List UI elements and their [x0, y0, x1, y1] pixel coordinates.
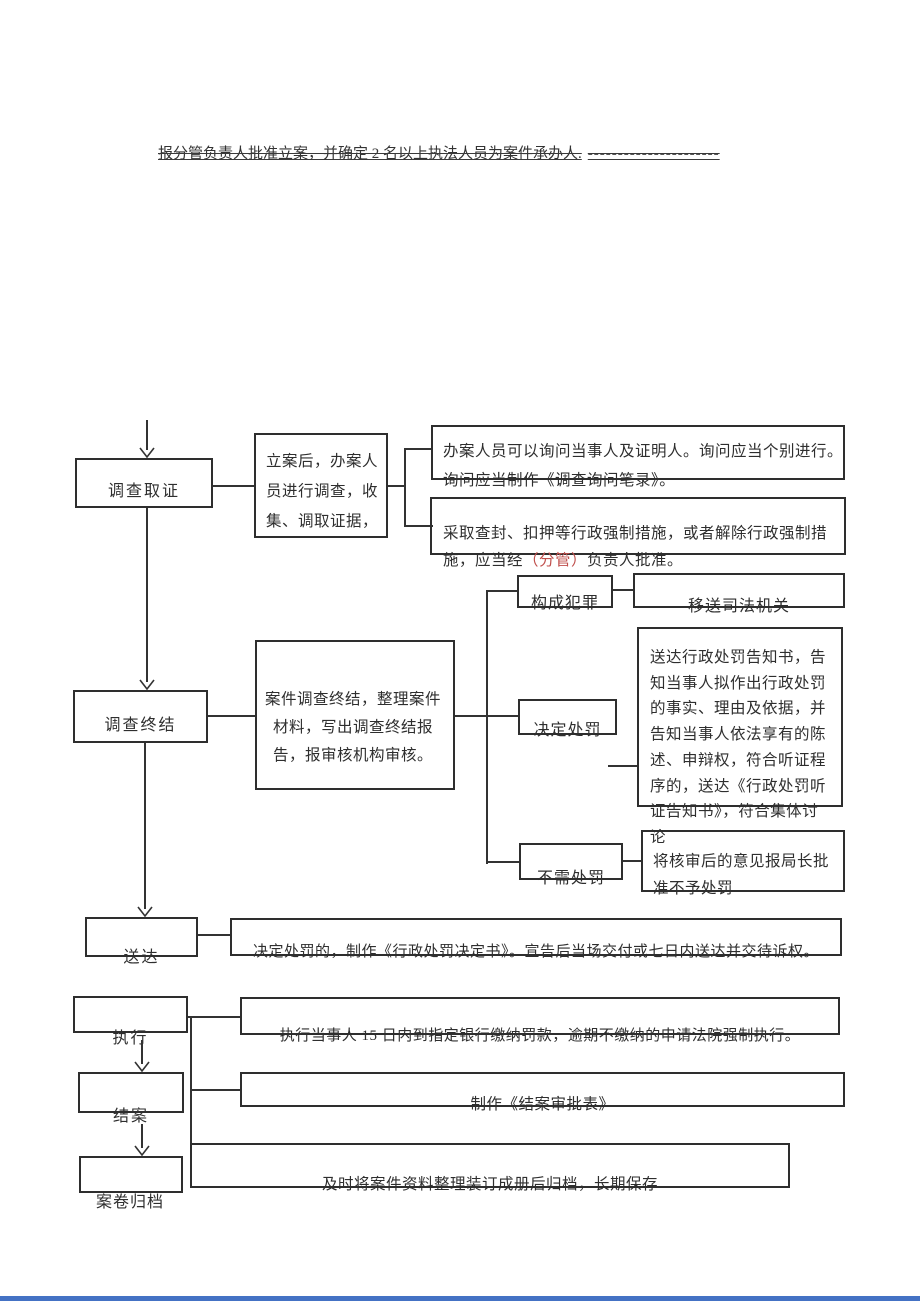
- stage-label-evidence: 调查取证: [107, 483, 180, 500]
- branch-box-punish: [518, 699, 617, 735]
- stage-box-conclude: [73, 690, 208, 743]
- connector-line: [190, 1016, 192, 1143]
- note-box-close-form: [240, 1072, 845, 1107]
- connector-line: [146, 420, 148, 450]
- note-label-transfer: 移送司法机关: [687, 598, 790, 615]
- connector-line: [404, 525, 433, 527]
- arrow-down-icon: [137, 906, 153, 917]
- note-text-seal: 采取查封、扣押等行政强制措施，或者解除行政强制措 施，应当经（分管）负责人批准。: [443, 520, 855, 574]
- note-text-punish-notice: 送达行政处罚告知书，告知当事人拟作出行政处罚的事实、理由及依据，并告知当事人依法…: [650, 649, 827, 846]
- connector-line: [613, 589, 633, 591]
- stage-label-deliver: 送达: [123, 949, 160, 966]
- arrow-down-icon: [139, 679, 155, 690]
- note-box-inquiry: [431, 425, 845, 480]
- connector-line: [146, 508, 148, 682]
- stage-box-archive: [79, 1156, 183, 1193]
- note-text-inquiry: 办案人员可以询问当事人及证明人。询问应当个别进行。询问应当制作《调查询问笔录》。: [443, 443, 844, 489]
- note-text-seal-post: 负责人批准。: [587, 552, 684, 569]
- stage-label-archive: 案卷归档: [95, 1194, 164, 1211]
- bottom-border-bar: [0, 1296, 920, 1301]
- connector-line: [486, 590, 517, 592]
- connector-line: [388, 485, 406, 487]
- arrow-down-icon: [139, 447, 155, 458]
- connector-line: [188, 1016, 242, 1018]
- stage-box-close: [78, 1072, 184, 1113]
- connector-line: [486, 861, 519, 863]
- header-note-text: 报分管负责人批准立案，并确定 2 名以上执法人员为案件承办人.: [158, 146, 582, 162]
- branch-label-punish: 决定处罚: [533, 722, 602, 739]
- note-box-execution: [240, 997, 840, 1035]
- note-box-no-punish: [641, 830, 845, 892]
- note-text-seal-red: （分管）: [523, 552, 588, 569]
- connector-line: [623, 860, 641, 862]
- note-text-delivery: 决定处罚的，制作《行政处罚决定书》。宣告后当场交付或七日内送达并交待诉权。: [252, 944, 819, 960]
- branch-label-no-punish: 不需处罚: [536, 870, 605, 887]
- note-text-close-form: 制作《结案审批表》: [470, 1096, 615, 1113]
- note-box-seal: [430, 497, 846, 555]
- note-box-transfer: [633, 573, 845, 608]
- stage-box-deliver: [85, 917, 198, 957]
- connector-line: [190, 1089, 242, 1091]
- note-box-punish-notice: [637, 627, 843, 807]
- connector-line: [144, 743, 146, 909]
- connector-line: [141, 1040, 143, 1064]
- stage-label-execute: 执行: [112, 1030, 149, 1047]
- note-text-seal-pre: 采取查封、扣押等行政强制措施，或者解除行政强制措 施，应当经: [443, 525, 828, 569]
- connector-line: [141, 1124, 143, 1148]
- stage-box-evidence: [75, 458, 213, 508]
- connector-line: [404, 448, 433, 450]
- branch-box-crime: [517, 575, 613, 608]
- branch-label-crime: 构成犯罪: [530, 595, 599, 612]
- note-box-investigate: [254, 433, 388, 538]
- header-dashes: ----------------------: [587, 146, 720, 162]
- stage-label-close: 结案: [112, 1108, 149, 1125]
- note-text-investigate: 立案后，办案人员进行调查，收集、调取证据，: [266, 453, 379, 530]
- connector-line: [198, 934, 230, 936]
- connector-line: [213, 485, 254, 487]
- note-text-conclude-report: 案件调查终结，整理案件材料，写出调查终结报告，报审核机构审核。: [265, 691, 442, 764]
- stage-label-conclude: 调查终结: [104, 717, 177, 734]
- arrow-down-icon: [134, 1145, 150, 1156]
- note-text-no-punish: 将核审后的意见报局长批准不予处罚: [653, 853, 830, 897]
- header-note: 报分管负责人批准立案，并确定 2 名以上执法人员为案件承办人. ---------…: [158, 142, 720, 163]
- note-box-archive: [190, 1143, 790, 1188]
- note-text-archive: 及时将案件资料整理装订成册后归档，长期保存: [321, 1176, 658, 1193]
- stage-box-execute: [73, 996, 188, 1033]
- connector-line: [404, 448, 406, 527]
- connector-line: [608, 765, 637, 767]
- note-text-execution: 执行当事人 15 日内到指定银行缴纳罚款，逾期不缴纳的申请法院强制执行。: [279, 1028, 801, 1044]
- connector-line: [208, 715, 255, 717]
- note-box-delivery: [230, 918, 842, 956]
- note-box-conclude-report: [255, 640, 455, 790]
- connector-line: [486, 591, 488, 864]
- branch-box-no-punish: [519, 843, 623, 880]
- arrow-down-icon: [134, 1061, 150, 1072]
